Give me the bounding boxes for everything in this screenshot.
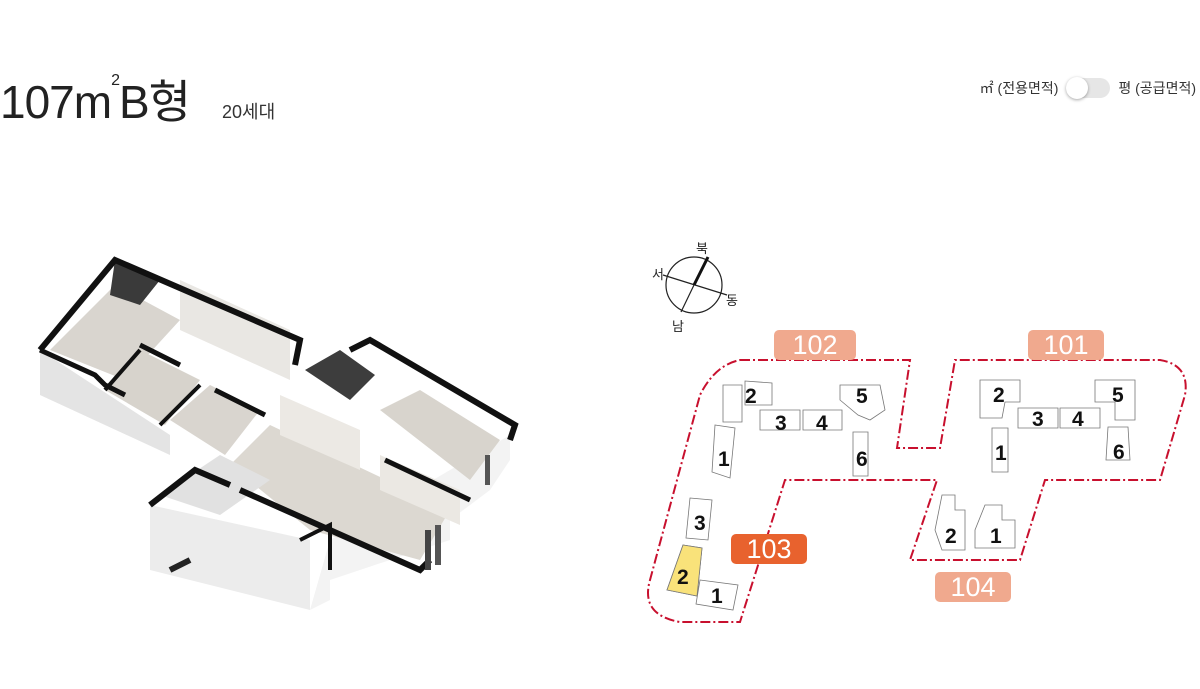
switch-knob [1066, 77, 1089, 99]
compass-north: 북 [696, 241, 708, 256]
svg-text:3: 3 [694, 512, 706, 535]
area-unit-toggle: ㎡ (전용면적) 평 (공급면적) [979, 77, 1196, 99]
block-badge-102[interactable]: 102 [774, 330, 856, 360]
svg-text:5: 5 [856, 385, 868, 408]
floorplan-3d-image [30, 240, 530, 620]
svg-text:2: 2 [745, 385, 757, 408]
household-count: 20세대 [222, 102, 276, 122]
svg-text:2: 2 [945, 525, 957, 548]
unit-type-title: 107m2B형 [0, 72, 191, 128]
block-badge-101[interactable]: 101 [1028, 330, 1104, 360]
compass-rose-icon [662, 256, 728, 314]
svg-text:2: 2 [993, 384, 1005, 407]
svg-text:3: 3 [775, 412, 787, 435]
block-badge-104[interactable]: 104 [935, 572, 1011, 602]
highlighted-building [666, 544, 703, 597]
svg-text:1: 1 [990, 525, 1002, 548]
svg-text:1: 1 [995, 442, 1007, 465]
unit-label-pyeong[interactable]: 평 (공급면적) [1118, 80, 1196, 96]
compass-east: 동 [726, 293, 738, 308]
svg-text:6: 6 [1113, 441, 1125, 464]
compass-south: 남 [672, 319, 684, 334]
svg-text:4: 4 [1072, 408, 1084, 431]
svg-text:3: 3 [1032, 408, 1044, 431]
unit-type-header: 107m2B형 20세대 [0, 66, 275, 132]
compass-west: 서 [652, 267, 664, 282]
svg-text:5: 5 [1112, 384, 1124, 407]
svg-text:1: 1 [711, 585, 723, 608]
compass: 북 서 동 남 [650, 238, 750, 338]
unit-switch[interactable] [1066, 77, 1111, 99]
svg-text:4: 4 [816, 412, 828, 435]
svg-text:1: 1 [718, 448, 730, 471]
svg-text:6: 6 [856, 448, 868, 471]
svg-text:2: 2 [677, 566, 689, 589]
unit-label-sqm[interactable]: ㎡ (전용면적) [979, 80, 1059, 96]
block-badge-103[interactable]: 103 [731, 534, 807, 564]
